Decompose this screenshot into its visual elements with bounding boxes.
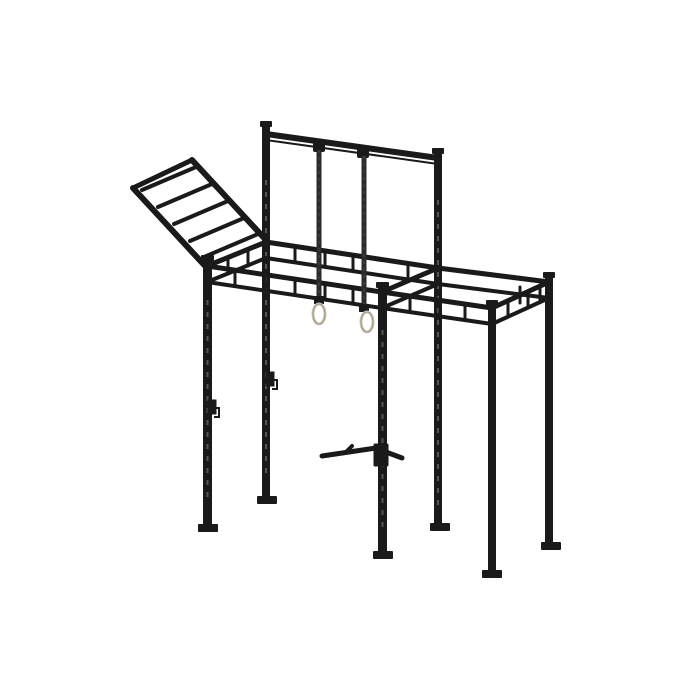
upright-hole <box>437 404 439 409</box>
upright-caps <box>201 121 555 306</box>
upright-hole <box>437 428 439 433</box>
upright-hole <box>437 212 439 217</box>
upright-hole <box>381 390 384 395</box>
upright-hole <box>437 344 439 349</box>
upright-hole <box>437 332 439 337</box>
upright-hole <box>437 368 439 373</box>
upright-hole <box>265 456 267 461</box>
angled-ladder <box>130 157 269 271</box>
j-hooks <box>207 371 278 418</box>
upright-hole <box>437 272 439 277</box>
upright-hole <box>437 200 439 205</box>
upright-hole <box>265 204 267 209</box>
upright-hole <box>265 300 267 305</box>
uprights <box>203 124 553 572</box>
upright-hole <box>206 336 209 341</box>
upright-hole <box>265 216 267 221</box>
upright-hole <box>206 372 209 377</box>
upright-hole <box>206 348 209 353</box>
strap-anchor-right <box>357 148 369 158</box>
upright-rear-middle-tall <box>434 150 442 525</box>
upright-hole <box>265 324 267 329</box>
upright-hole <box>437 440 439 445</box>
upright-hole <box>206 396 209 401</box>
upright-hole <box>265 360 267 365</box>
upright-hole <box>437 380 439 385</box>
upright-front-right <box>488 302 496 572</box>
upright-hole <box>206 384 209 389</box>
upright-hole <box>265 420 267 425</box>
box-frame <box>204 239 552 326</box>
upright-hole <box>381 498 384 503</box>
upright-hole <box>437 224 439 229</box>
upright-hole <box>437 416 439 421</box>
upright-hole <box>265 468 267 473</box>
upright-hole <box>206 468 209 473</box>
upright-hole <box>381 402 384 407</box>
upright-hole <box>381 342 384 347</box>
upright-hole <box>265 336 267 341</box>
upright-hole <box>437 452 439 457</box>
upright-hole <box>265 312 267 317</box>
upright-hole <box>265 180 267 185</box>
upright-hole <box>381 366 384 371</box>
upright-hole <box>437 320 439 325</box>
upright-hole <box>437 392 439 397</box>
upright-hole <box>206 300 209 305</box>
foot-plate-front-right <box>482 570 502 578</box>
upright-hole <box>265 396 267 401</box>
upright-hole <box>381 522 384 527</box>
upright-hole <box>206 324 209 329</box>
upright-hole <box>206 480 209 485</box>
upright-hole <box>381 330 384 335</box>
upright-hole <box>437 488 439 493</box>
upright-hole <box>381 438 384 443</box>
upright-hole <box>381 486 384 491</box>
dip-bar-attachment <box>319 443 405 467</box>
upright-hole <box>437 284 439 289</box>
upright-hole <box>437 476 439 481</box>
upright-hole <box>265 432 267 437</box>
upright-hole <box>381 426 384 431</box>
top-crossbar <box>263 131 441 165</box>
upright-hole <box>206 492 209 497</box>
upright-hole <box>206 360 209 365</box>
upright-hole <box>437 464 439 469</box>
upright-hole <box>265 444 267 449</box>
upright-hole <box>265 408 267 413</box>
upright-hole <box>265 264 267 269</box>
upright-hole <box>381 510 384 515</box>
upright-hole <box>381 354 384 359</box>
upright-hole <box>265 252 267 257</box>
upright-hole <box>381 378 384 383</box>
upright-front-left <box>203 258 212 526</box>
upright-hole <box>381 414 384 419</box>
upright-hole-pattern <box>206 180 439 527</box>
upright-hole <box>265 348 267 353</box>
upright-hole <box>206 312 209 317</box>
upright-hole <box>437 308 439 313</box>
upright-hole <box>206 444 209 449</box>
upright-hole <box>206 456 209 461</box>
upright-hole <box>437 500 439 505</box>
gymnastic-rings <box>311 142 375 334</box>
upright-hole <box>437 248 439 253</box>
upright-hole <box>437 356 439 361</box>
upright-rear-right <box>545 275 553 544</box>
upright-hole <box>265 228 267 233</box>
upright-hole <box>206 420 209 425</box>
upright-hole <box>437 260 439 265</box>
strap-anchor-left <box>313 142 325 152</box>
upright-hole <box>206 432 209 437</box>
upright-rear-left-tall <box>262 124 270 498</box>
upright-hole <box>437 236 439 241</box>
upright-hole <box>381 474 384 479</box>
upright-hole <box>265 192 267 197</box>
